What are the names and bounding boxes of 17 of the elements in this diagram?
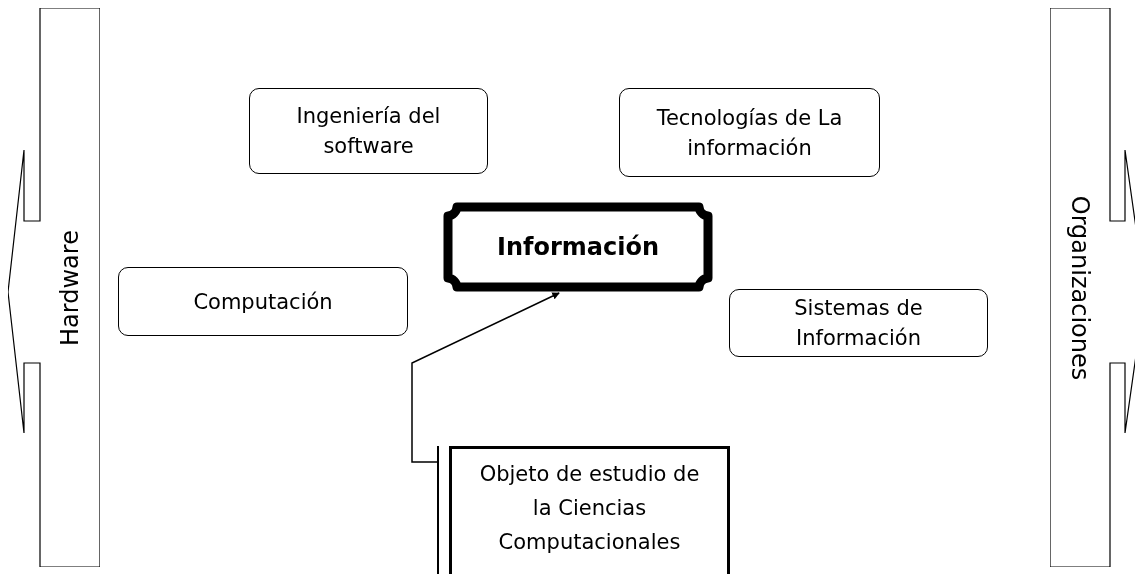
node-text: Organizaciones	[1065, 195, 1095, 380]
leader-line	[411, 292, 560, 463]
rounded-box	[619, 88, 880, 177]
block-arrow-box	[1050, 8, 1135, 567]
node-text: Información	[497, 232, 659, 263]
node-text: Hardware	[55, 229, 85, 346]
node-text: Objeto de estudio de la Ciencias Computacionales	[478, 461, 701, 556]
node-text: Computación	[193, 288, 333, 316]
rounded-box	[249, 88, 488, 174]
callout-box	[437, 446, 730, 574]
node-text: Sistemas de Información	[793, 295, 924, 352]
node-text: Tecnologías de La información	[655, 104, 844, 162]
rounded-box	[729, 289, 988, 357]
node-text: Ingeniería del software	[295, 103, 442, 160]
rounded-box	[118, 267, 408, 336]
block-arrow-box	[8, 8, 100, 567]
thick-frame-box	[443, 202, 713, 292]
